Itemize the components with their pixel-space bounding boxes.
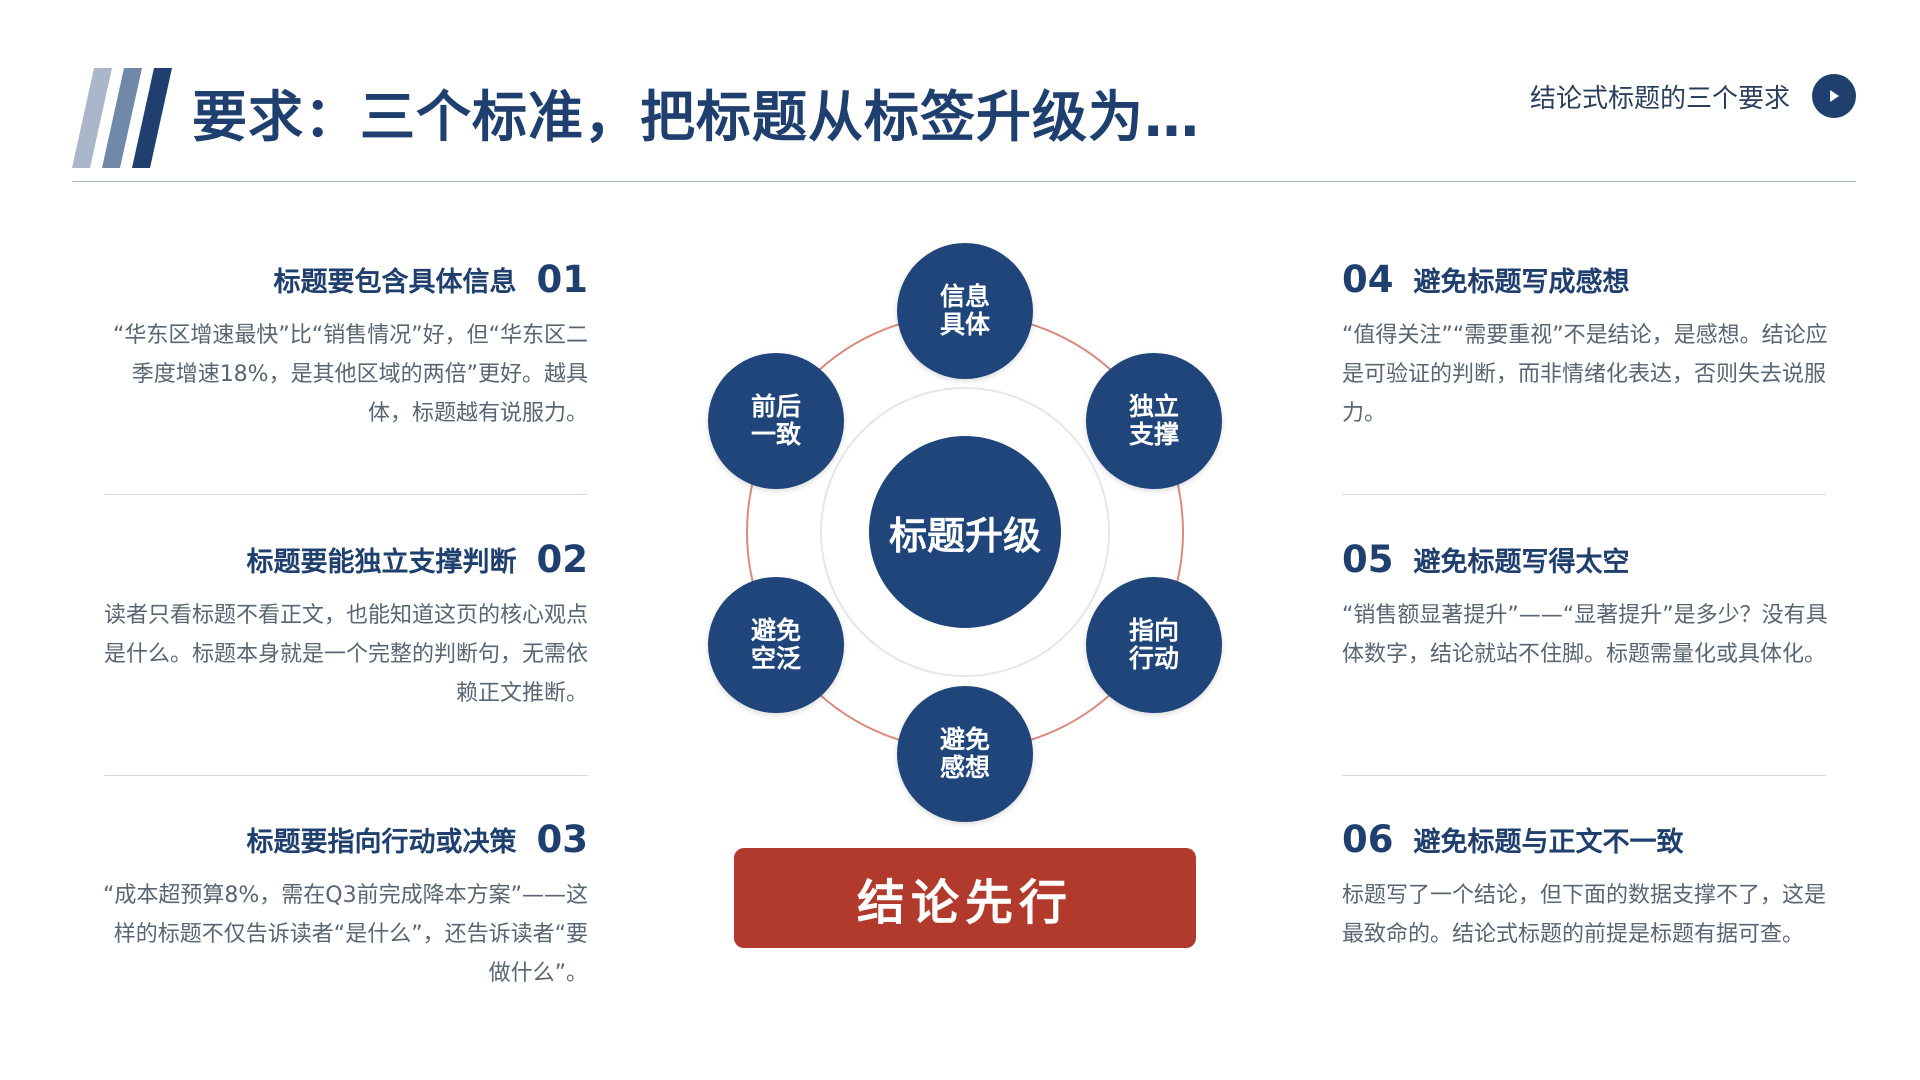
conclusion-first-button[interactable]: 结论先行 (734, 848, 1196, 948)
page-title: 要求：三个标准，把标题从标签升级为… (192, 85, 1201, 149)
node-avoid-vague: 避免空泛 (708, 577, 844, 713)
item-title: 避免标题写得太空 (1413, 546, 1630, 578)
item-description: “成本超预算8%，需在Q3前完成降本方案”——这样的标题不仅告诉读者“是什么”，… (102, 883, 588, 986)
requirement-item-06: 06 避免标题与正文不一致 标题写了一个结论，但下面的数据支撑不了，这是最致命的… (1342, 814, 1832, 954)
node-info-specific: 信息具体 (897, 243, 1033, 379)
item-divider (1342, 494, 1826, 495)
play-icon (1830, 90, 1839, 102)
section-subtitle: 结论式标题的三个要求 (1529, 83, 1790, 114)
item-title: 标题要指向行动或决策 (246, 826, 517, 858)
requirement-item-04: 04 避免标题写成感想 “值得关注”“需要重视”不是结论，是感想。结论应是可验证… (1342, 254, 1832, 433)
item-number: 02 (536, 537, 589, 581)
item-title: 标题要能独立支撑判断 (246, 546, 517, 578)
node-independent-support: 独立支撑 (1086, 353, 1222, 489)
item-divider (1342, 775, 1826, 776)
item-divider (104, 775, 588, 776)
requirement-item-03: 标题要指向行动或决策 03 “成本超预算8%，需在Q3前完成降本方案”——这样的… (98, 814, 588, 993)
requirement-item-02: 标题要能独立支撑判断 02 读者只看标题不看正文，也能知道这页的核心观点是什么。… (98, 534, 588, 713)
requirement-item-01: 标题要包含具体信息 01 “华东区增速最快”比“销售情况”好，但“华东区二季度增… (98, 254, 588, 433)
item-divider (104, 494, 588, 495)
item-description: “值得关注”“需要重视”不是结论，是感想。结论应是可验证的判断，而非情绪化表达，… (1342, 323, 1828, 426)
node-avoid-feelings: 避免感想 (897, 686, 1033, 822)
item-description: 读者只看标题不看正文，也能知道这页的核心观点是什么。标题本身就是一个完整的判断句… (103, 603, 588, 706)
title-upgrade-diagram: 信息具体 独立支撑 指向行动 避免感想 避免空泛 前后一致 标题升级 (700, 235, 1230, 825)
item-description: “华东区增速最快”比“销售情况”好，但“华东区二季度增速18%，是其他区域的两倍… (113, 323, 588, 426)
item-number: 05 (1342, 537, 1394, 581)
requirement-item-05: 05 避免标题写得太空 “销售额显著提升”——“显著提升”是多少？没有具体数字，… (1342, 534, 1832, 674)
header-nav: 结论式标题的三个要求 (1530, 74, 1856, 118)
inner-ring (820, 387, 1110, 677)
node-consistency: 前后一致 (708, 353, 844, 489)
item-title: 标题要包含具体信息 (273, 266, 517, 298)
header-divider (72, 181, 1856, 182)
item-description: “销售额显著提升”——“显著提升”是多少？没有具体数字，结论就站不住脚。标题需量… (1342, 603, 1828, 667)
header-stripes-decoration (72, 68, 172, 168)
item-title: 避免标题与正文不一致 (1413, 826, 1684, 858)
item-number: 04 (1342, 257, 1394, 301)
item-number: 03 (536, 817, 589, 861)
item-number: 01 (536, 257, 589, 301)
item-description: 标题写了一个结论，但下面的数据支撑不了，这是最致命的。结论式标题的前提是标题有据… (1342, 883, 1827, 947)
play-button[interactable] (1812, 74, 1856, 118)
center-node: 标题升级 (869, 436, 1061, 628)
item-title: 避免标题写成感想 (1413, 266, 1630, 298)
item-number: 06 (1342, 817, 1394, 861)
node-point-to-action: 指向行动 (1086, 577, 1222, 713)
